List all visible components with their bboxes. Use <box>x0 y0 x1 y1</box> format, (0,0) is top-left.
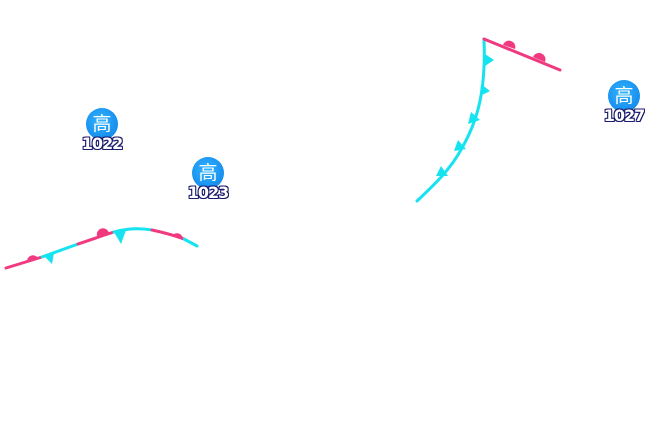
warm-front-bump <box>533 53 546 62</box>
cold-front-triangle <box>436 166 448 176</box>
pressure-value: 1023 <box>187 183 230 202</box>
warm-front-bump <box>96 228 109 236</box>
high-pressure-center[interactable]: 高 1022 <box>72 108 132 164</box>
high-pressure-center[interactable]: 高 1027 <box>594 80 654 136</box>
warm-front-bump <box>27 255 38 261</box>
cold-front-segment <box>182 237 199 248</box>
front-northeast <box>415 37 562 203</box>
warm-front-bump <box>172 233 184 240</box>
warm-front-bump <box>503 40 516 49</box>
high-pressure-icon: 高 <box>86 108 118 140</box>
high-pressure-icon: 高 <box>192 157 224 189</box>
cold-front-segment <box>112 227 154 234</box>
warm-front-segment <box>76 230 116 246</box>
high-pressure-center[interactable]: 高 1023 <box>178 157 238 213</box>
warm-front-segment <box>4 255 44 270</box>
weather-fronts-layer <box>4 37 562 270</box>
cold-front-triangle <box>454 140 466 151</box>
weather-map: 高 1022 高 1023 高 1027 <box>4 37 646 270</box>
cold-front-triangle <box>485 54 494 66</box>
cold-front-triangle <box>44 253 54 264</box>
warm-front-line <box>482 37 562 72</box>
high-pressure-icon: 高 <box>608 80 640 112</box>
cold-front-triangle <box>480 84 490 96</box>
cold-front-triangle <box>468 112 480 124</box>
pressure-value: 1022 <box>81 134 124 153</box>
pressure-value: 1027 <box>603 106 646 125</box>
cold-front-triangle <box>114 230 126 244</box>
stationary-front-west <box>4 227 199 270</box>
